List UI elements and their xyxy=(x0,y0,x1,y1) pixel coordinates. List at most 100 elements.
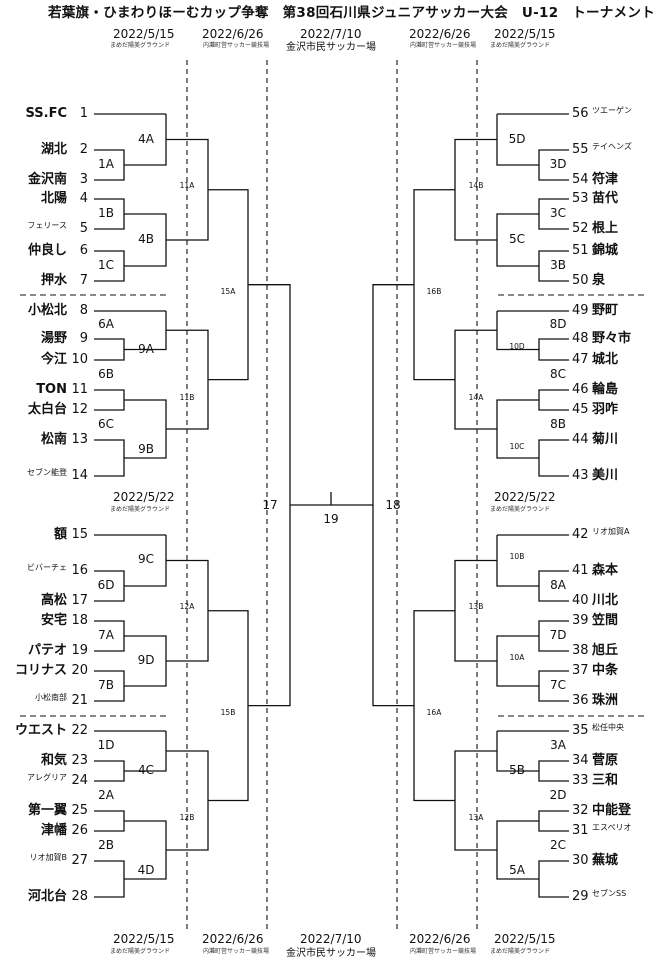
footer-venue: まめだ陽美グラウンド xyxy=(110,948,171,955)
match-label: 7B xyxy=(98,678,114,692)
match-label: 15A xyxy=(220,287,236,296)
header-venue: まめだ陽美グラウンド xyxy=(110,506,171,513)
team-name: エスペリオ xyxy=(592,823,632,832)
bracket-connector xyxy=(538,439,569,477)
team-name: SS.FC xyxy=(25,106,67,121)
team-name: 今江 xyxy=(40,352,67,367)
team-name: 美川 xyxy=(592,468,619,483)
team-number: 45 xyxy=(572,402,589,417)
match-label: 14B xyxy=(468,181,484,190)
team-number: 31 xyxy=(572,823,589,838)
match-label: 7D xyxy=(549,628,567,642)
team-number: 14 xyxy=(71,468,88,483)
match-label: 4C xyxy=(137,763,155,777)
match-label: 1C xyxy=(97,258,115,272)
footer-venue: 金沢市民サッカー場 xyxy=(286,948,376,959)
match-label: 16B xyxy=(426,287,442,296)
team-number: 36 xyxy=(572,693,589,708)
bracket-connector xyxy=(124,535,167,587)
match-label: 6C xyxy=(97,417,115,431)
team-name: ウエスト xyxy=(14,723,67,738)
header-venue: 内灘町営サッカー競技場 xyxy=(410,42,477,49)
team-name: 湯野 xyxy=(40,331,67,346)
team-number: 54 xyxy=(572,172,589,187)
footer-venue: まめだ陽美グラウンド xyxy=(490,948,551,955)
team-name: 城北 xyxy=(592,352,619,367)
team-name: 中条 xyxy=(592,663,619,678)
team-number: 17 xyxy=(71,593,88,608)
bracket-connector xyxy=(538,860,569,898)
match-label: 3D xyxy=(549,157,567,171)
team-number: 52 xyxy=(572,221,589,236)
team-name: セブン能登 xyxy=(27,468,67,477)
bracket-connector xyxy=(94,338,125,361)
bracket-connector xyxy=(124,114,167,166)
team-number: 4 xyxy=(79,191,88,206)
team-number: 56 xyxy=(572,106,589,121)
team-name: 野々市 xyxy=(592,331,632,346)
team-name: リオ加賀B xyxy=(29,853,68,862)
team-number: 33 xyxy=(572,773,589,788)
team-name: フェリース xyxy=(27,221,67,230)
bracket-connector xyxy=(94,860,125,898)
team-number: 43 xyxy=(572,468,589,483)
bracket-connector xyxy=(538,338,569,361)
team-name: 安宅 xyxy=(40,613,67,628)
header-venue: まめだ陽美グラウンド xyxy=(110,42,171,49)
footer-date: 2022/6/26 xyxy=(409,932,471,946)
match-label: 9D xyxy=(137,653,155,667)
header-venue: まめだ陽美グラウンド xyxy=(490,506,551,513)
team-number: 18 xyxy=(71,613,88,628)
bracket-connector xyxy=(496,311,539,351)
match-label: 14A xyxy=(468,393,484,402)
team-number: 23 xyxy=(71,753,88,768)
team-number: 26 xyxy=(71,823,88,838)
bracket-connector xyxy=(94,439,125,477)
team-number: 50 xyxy=(572,273,589,288)
header-date: 2022/6/26 xyxy=(202,27,264,41)
team-name: 旭丘 xyxy=(592,643,619,658)
team-name: 蕪城 xyxy=(592,853,619,868)
bracket-connector xyxy=(413,610,455,802)
team-name: テイヘンズ xyxy=(592,142,632,151)
match-label: 4D xyxy=(137,863,155,877)
team-name: 羽咋 xyxy=(592,402,619,417)
match-label: 8A xyxy=(550,578,566,592)
bracket-connector xyxy=(496,535,539,587)
team-number: 47 xyxy=(572,352,589,367)
match-label: 6D xyxy=(97,578,115,592)
team-number: 24 xyxy=(71,773,88,788)
team-number: 28 xyxy=(71,889,88,904)
bracket-connector xyxy=(208,189,249,381)
team-number: 38 xyxy=(572,643,589,658)
match-label: 13A xyxy=(468,813,484,822)
header-venue: 内灘町営サッカー競技場 xyxy=(203,42,270,49)
team-number: 37 xyxy=(572,663,589,678)
bracket-connector xyxy=(538,389,569,411)
team-name: 河北台 xyxy=(27,889,67,904)
match-label: 10C xyxy=(509,442,525,451)
team-name: ツエーゲン xyxy=(592,106,632,115)
team-number: 35 xyxy=(572,723,589,738)
team-number: 51 xyxy=(572,243,589,258)
team-number: 16 xyxy=(71,563,88,578)
match-label: 10B xyxy=(509,552,525,561)
team-name: パテオ xyxy=(27,643,67,658)
team-name: 押水 xyxy=(40,273,67,288)
team-name: 仲良し xyxy=(27,243,67,258)
match-label: 3B xyxy=(550,258,566,272)
team-number: 13 xyxy=(71,432,88,447)
footer-date: 2022/6/26 xyxy=(202,932,264,946)
header-date: 2022/5/22 xyxy=(113,490,175,504)
match-label: 11B xyxy=(179,393,195,402)
team-name: 中能登 xyxy=(592,803,632,818)
match-label: 5B xyxy=(509,763,525,777)
team-name: 小松北 xyxy=(27,303,67,318)
team-name: 湖北 xyxy=(40,142,67,157)
match-label: 5A xyxy=(509,863,525,877)
match-label: 13B xyxy=(468,602,484,611)
team-name: 太白台 xyxy=(27,402,67,417)
header-date: 2022/6/26 xyxy=(409,27,471,41)
match-label: 2A xyxy=(98,788,114,802)
team-name: 金沢南 xyxy=(27,172,67,187)
